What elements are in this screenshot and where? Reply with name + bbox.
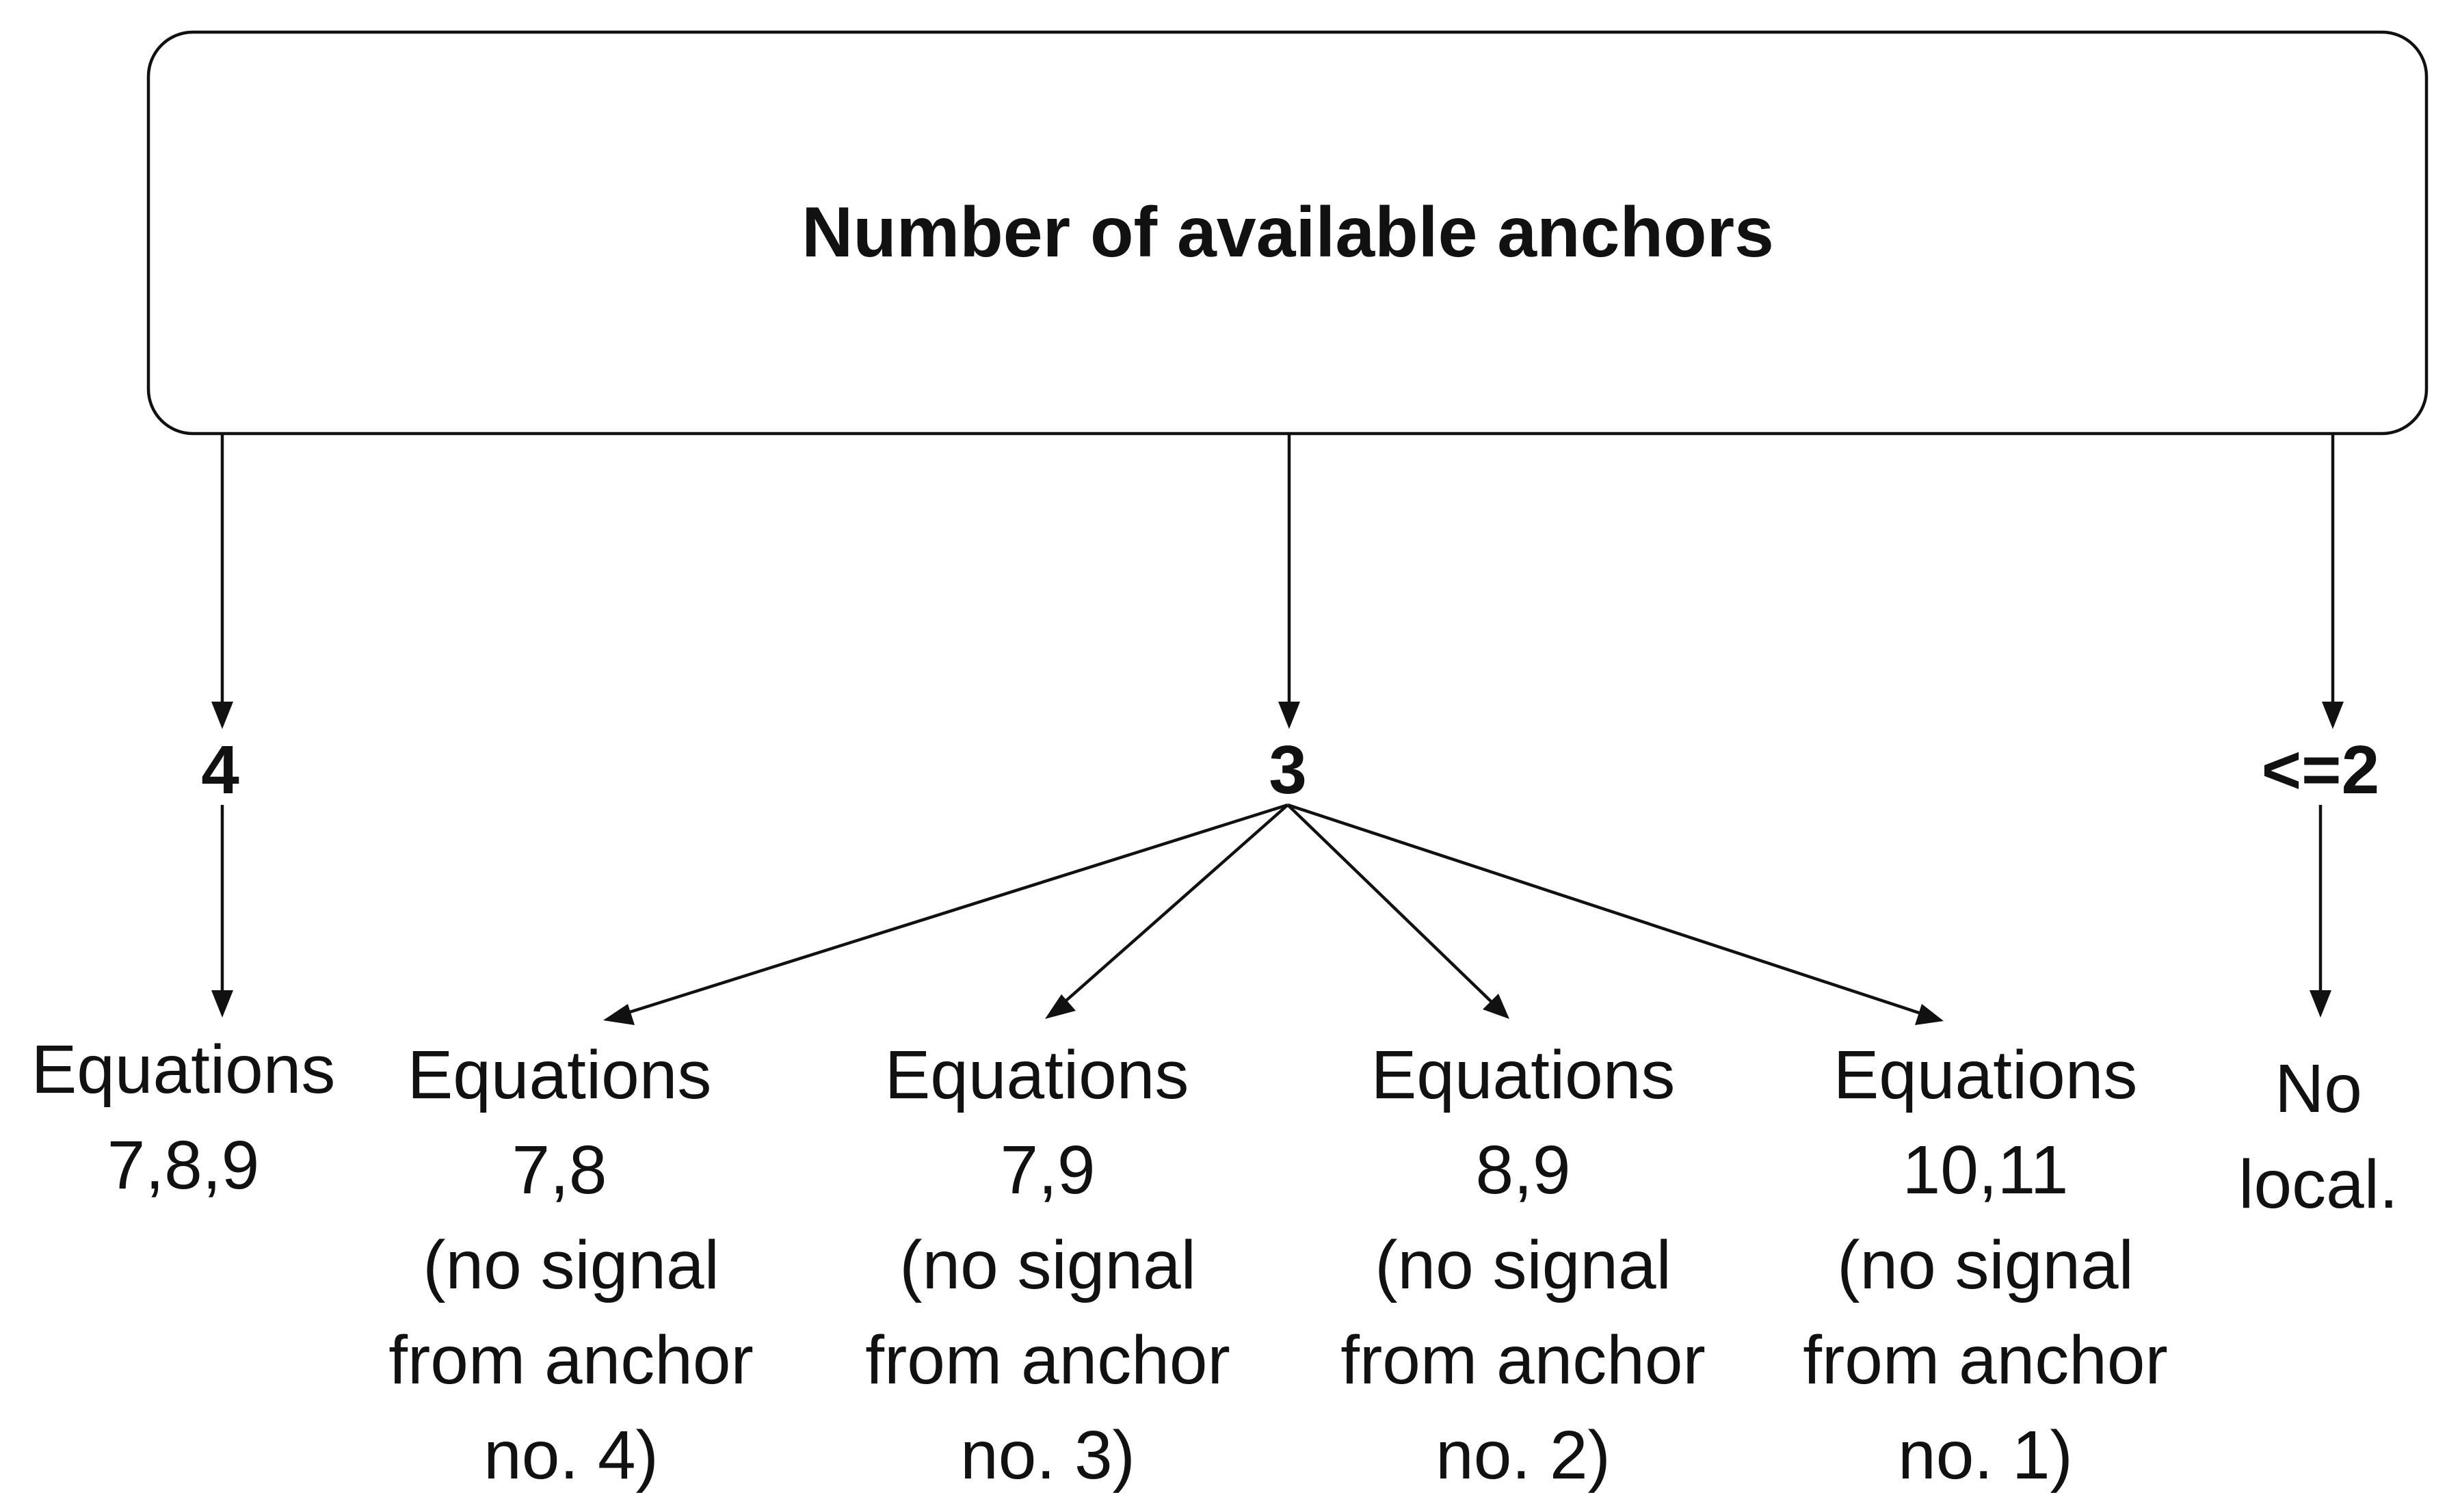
- outcome-4-line-2: 7,8,9: [107, 1127, 259, 1204]
- arrowhead-4-outcome: [211, 990, 233, 1018]
- outcome-3d-line-4: from anchor: [1803, 1322, 2168, 1398]
- arrowhead-3-outcome-1: [603, 1004, 635, 1025]
- outcome-3c-line-4: from anchor: [1340, 1322, 1706, 1398]
- outcome-3c-line-1: Equations: [1371, 1037, 1676, 1113]
- outcome-3a-line-3: (no signal: [423, 1227, 719, 1303]
- edge-3-to-outcome-1: [620, 803, 1288, 1017]
- arrowhead-to-4: [211, 702, 233, 729]
- arrowhead-3-outcome-3: [1483, 994, 1509, 1019]
- outcome-4-line-1: Equations: [31, 1031, 336, 1108]
- branch-label-le2: <=2: [2262, 732, 2379, 808]
- arrowhead-3-outcome-2: [1045, 994, 1076, 1019]
- outcome-3d-line-2: 10,11: [1903, 1132, 2069, 1208]
- edge-3-to-outcome-3: [1286, 804, 1496, 1007]
- outcome-le2-line-1: No: [2275, 1050, 2362, 1127]
- outcome-3a-line-4: from anchor: [388, 1322, 754, 1398]
- outcome-3c-line-2: 8,9: [1475, 1132, 1570, 1208]
- root-label: Number of available anchors: [802, 193, 1774, 272]
- arrowhead-to-3: [1278, 702, 1300, 729]
- outcome-3b-line-2: 7,9: [1000, 1132, 1095, 1208]
- outcome-3c-line-3: (no signal: [1375, 1227, 1671, 1303]
- arrowhead-3-outcome-4: [1915, 1004, 1944, 1025]
- outcome-3b-line-5: no. 3): [960, 1417, 1135, 1494]
- outcome-3b-line-3: (no signal: [899, 1227, 1196, 1303]
- arrowhead-le2-outcome: [2310, 990, 2331, 1018]
- outcome-3d-line-1: Equations: [1834, 1037, 2138, 1113]
- outcome-3b-line-4: from anchor: [865, 1322, 1230, 1398]
- outcome-3d-line-3: (no signal: [1837, 1227, 2134, 1303]
- root-box: [146, 30, 2429, 436]
- outcome-3a-line-1: Equations: [408, 1037, 712, 1113]
- arrowhead-to-le2: [2322, 702, 2344, 729]
- outcome-le2-line-2: local.: [2238, 1146, 2398, 1223]
- outcome-3b-line-1: Equations: [885, 1037, 1189, 1113]
- branch-label-3: 3: [1269, 732, 1307, 808]
- branch-label-4: 4: [201, 732, 239, 808]
- outcome-3c-line-5: no. 2): [1436, 1417, 1611, 1494]
- outcome-3a-line-2: 7,8: [512, 1132, 607, 1208]
- edge-3-to-outcome-4: [1287, 803, 1926, 1017]
- outcome-3d-line-5: no. 1): [1898, 1417, 2073, 1494]
- edge-3-to-outcome-2: [1059, 804, 1289, 1007]
- outcome-3a-line-5: no. 4): [484, 1417, 659, 1494]
